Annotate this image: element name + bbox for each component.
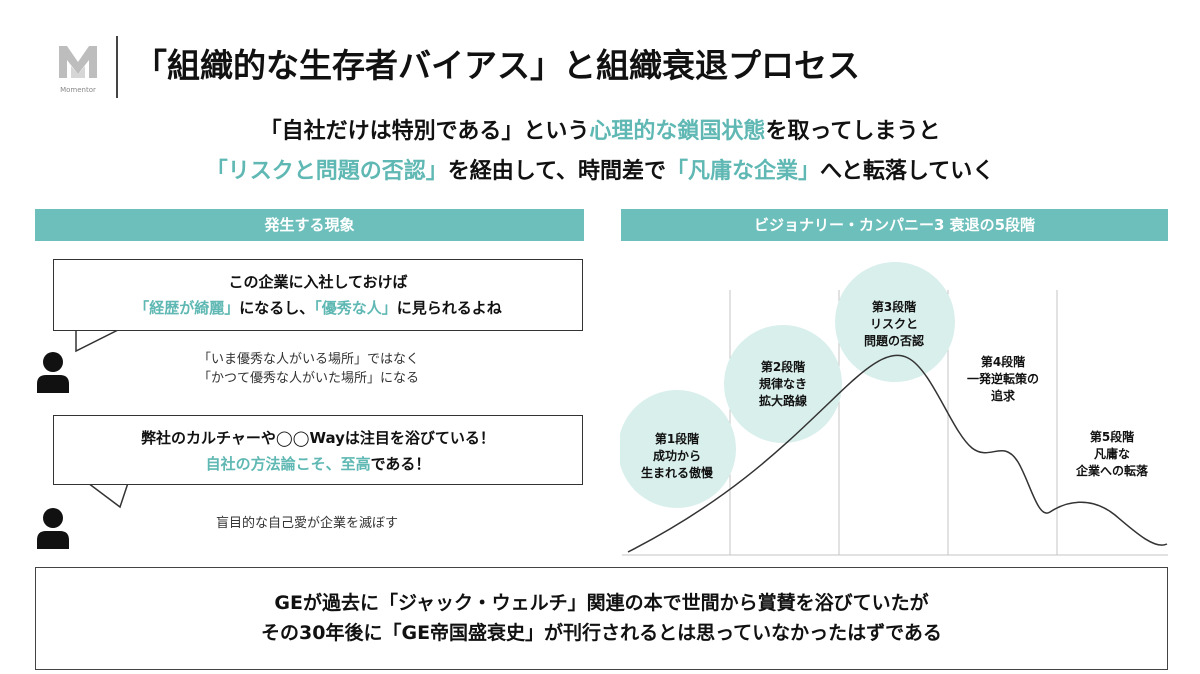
subtitle-line-2: 「リスクと問題の否認」を経由して、時間差で「凡庸な企業」へと転落していく (205, 159, 995, 184)
bubble-2-tail (86, 483, 129, 509)
person-icon (37, 352, 69, 393)
caption-2: 盲目的な自己愛が企業を滅ぼす (216, 516, 399, 531)
stage-1-label: 第1段階 成功から 生まれる傲慢 (640, 432, 713, 480)
page-title: 「組織的な生存者バイアス」と組織衰退プロセス (134, 46, 860, 85)
caption-1: 「いま優秀な人がいる場所」ではなく 「かつて優秀な人がいた場所」になる (198, 352, 420, 386)
person-icon (37, 508, 69, 549)
stage-1-circle (620, 390, 736, 508)
right-panel-header: ビジョナリー・カンパニー3 衰退の5段階 (621, 209, 1168, 241)
subtitle-line-1: 「自社だけは特別である」という心理的な鎖国状態を取ってしまうと (259, 119, 941, 144)
speech-bubble-1: この企業に入社しておけば 「経歴が綺麗」になるし、「優秀な人」に見られるよね (53, 259, 583, 331)
decline-curve-diagram (620, 262, 1168, 556)
stage-4-label: 第4段階 一発逆転策の 追求 (966, 355, 1039, 403)
logo-text: Momentor (60, 86, 96, 94)
logo: Momentor (55, 44, 101, 94)
decline-curve (627, 354, 1168, 553)
bubble-1-tail (75, 329, 121, 353)
stage-2-label: 第2段階 規律なき 拡大路線 (758, 360, 807, 408)
stage-5-label: 第5段階 凡庸な 企業への転落 (1075, 430, 1148, 478)
stage-2-circle (724, 325, 842, 443)
header-divider (116, 36, 118, 98)
left-panel-header: 発生する現象 (35, 209, 584, 241)
logo-mark-icon (59, 46, 97, 78)
bottom-callout: GEが過去に「ジャック・ウェルチ」関連の本で世間から賞賛を浴びていたが その30… (35, 567, 1168, 670)
stage-3-label: 第3段階 リスクと 問題の否認 (863, 300, 924, 348)
stage-3-circle (835, 262, 955, 382)
speech-bubble-2: 弊社のカルチャーや◯◯Wayは注目を浴びている！ 自社の方法論こそ、至高である！ (53, 415, 583, 485)
